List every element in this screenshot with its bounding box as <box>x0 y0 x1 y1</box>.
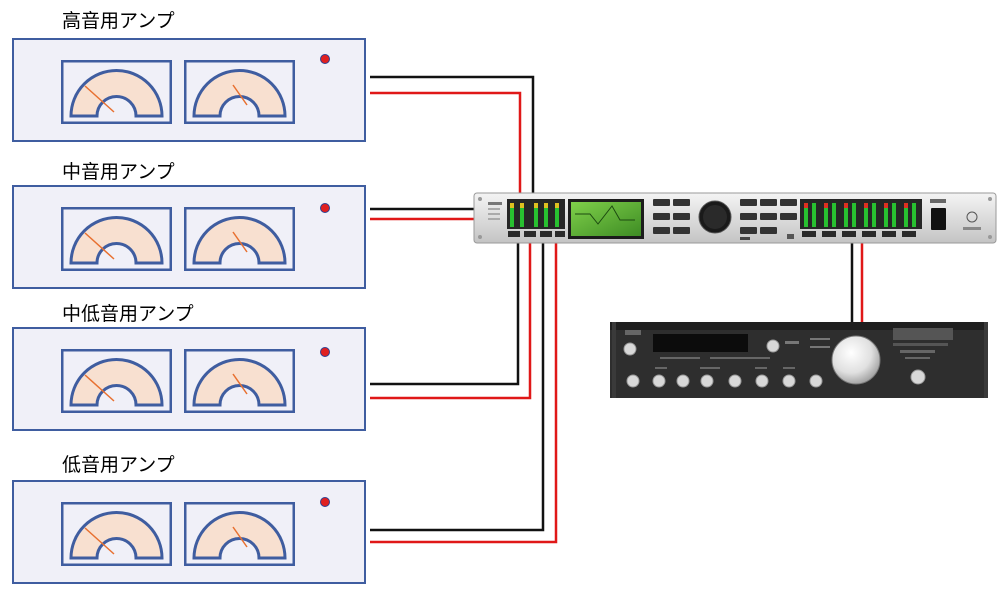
vu-meter-icon <box>61 349 172 413</box>
amplifier-midlow <box>12 327 366 431</box>
vu-meter-icon <box>184 207 295 271</box>
cable-midlow-black <box>370 243 520 386</box>
amplifier-mid <box>12 185 366 289</box>
cable-midlow-red <box>370 243 532 400</box>
vu-meter-icon <box>61 207 172 271</box>
cable-low-red <box>370 243 558 544</box>
amp-label-high: 高音用アンプ <box>62 10 175 32</box>
vu-meter-icon <box>61 502 172 566</box>
amp-label-mid: 中音用アンプ <box>62 161 175 183</box>
power-led-icon <box>320 54 330 64</box>
amplifier-low <box>12 480 366 584</box>
vu-meter-icon <box>61 60 172 124</box>
vu-meter-icon <box>184 502 295 566</box>
power-led-icon <box>320 497 330 507</box>
amp-label-low: 低音用アンプ <box>62 454 175 476</box>
power-led-icon <box>320 347 330 357</box>
vu-meter-icon <box>184 60 295 124</box>
cable-low-black <box>370 243 545 532</box>
amp-label-midlow: 中低音用アンプ <box>62 303 194 325</box>
amplifier-high <box>12 38 366 142</box>
vu-meter-icon <box>184 349 295 413</box>
crossover-unit-icon <box>473 192 997 244</box>
power-led-icon <box>320 203 330 213</box>
cable-high-red <box>370 91 522 195</box>
preamp-unit-icon <box>610 322 988 398</box>
cable-high-black <box>370 75 535 195</box>
